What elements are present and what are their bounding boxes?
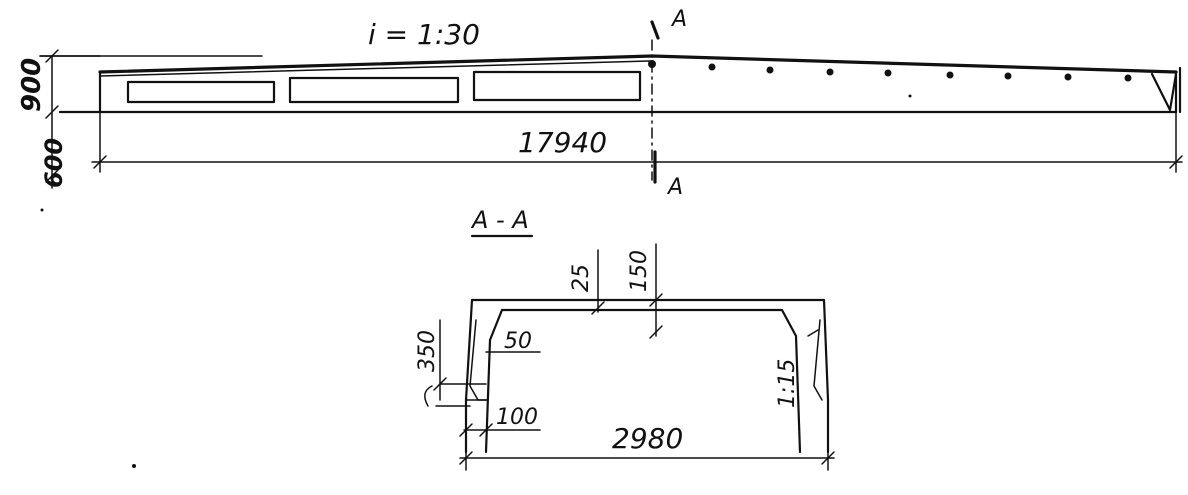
- section-arrow-top: [650, 20, 660, 40]
- dim-50-label: 50: [504, 329, 532, 354]
- section-mark-bottom: A: [666, 175, 683, 200]
- beam-inner-chord: [99, 60, 651, 77]
- cross-section: A - A 25 150 50 350 100 1: [415, 206, 835, 471]
- speck: [40, 208, 44, 212]
- speck: [132, 464, 136, 468]
- section-inner-profile: [484, 308, 802, 454]
- tendon-dots: [648, 60, 1132, 82]
- vertical-dimension: 900 600: [17, 49, 101, 189]
- web-opening-1: [126, 80, 276, 104]
- right-web-detail: [813, 319, 823, 401]
- web-opening-2: [288, 76, 460, 104]
- speck: [908, 94, 912, 98]
- width-dim-label: 2980: [612, 422, 683, 455]
- dim-150-label: 150: [627, 250, 652, 292]
- length-dimension: 17940: [91, 111, 1183, 173]
- web-opening-3: [472, 70, 642, 102]
- beam-top-edge: [98, 54, 1178, 74]
- slope-label: i = 1:30: [368, 18, 480, 51]
- dim-100-label: 100: [496, 405, 538, 430]
- section-mark-top: A: [670, 7, 687, 32]
- section-outer-profile: [464, 298, 830, 454]
- section-slope-label: 1:15: [775, 359, 800, 408]
- dim-25-label: 25: [569, 264, 594, 292]
- depth-dim-label: 600: [40, 138, 68, 188]
- left-web-detail: [469, 319, 489, 401]
- length-dim-label: 17940: [518, 126, 607, 159]
- beam-elevation: A A i = 1:30: [39, 7, 1182, 200]
- end-block-detail: [1150, 72, 1178, 112]
- dim-350-label: 350: [415, 330, 440, 372]
- height-dim-label: 900: [17, 58, 47, 112]
- section-title: A - A: [470, 206, 529, 234]
